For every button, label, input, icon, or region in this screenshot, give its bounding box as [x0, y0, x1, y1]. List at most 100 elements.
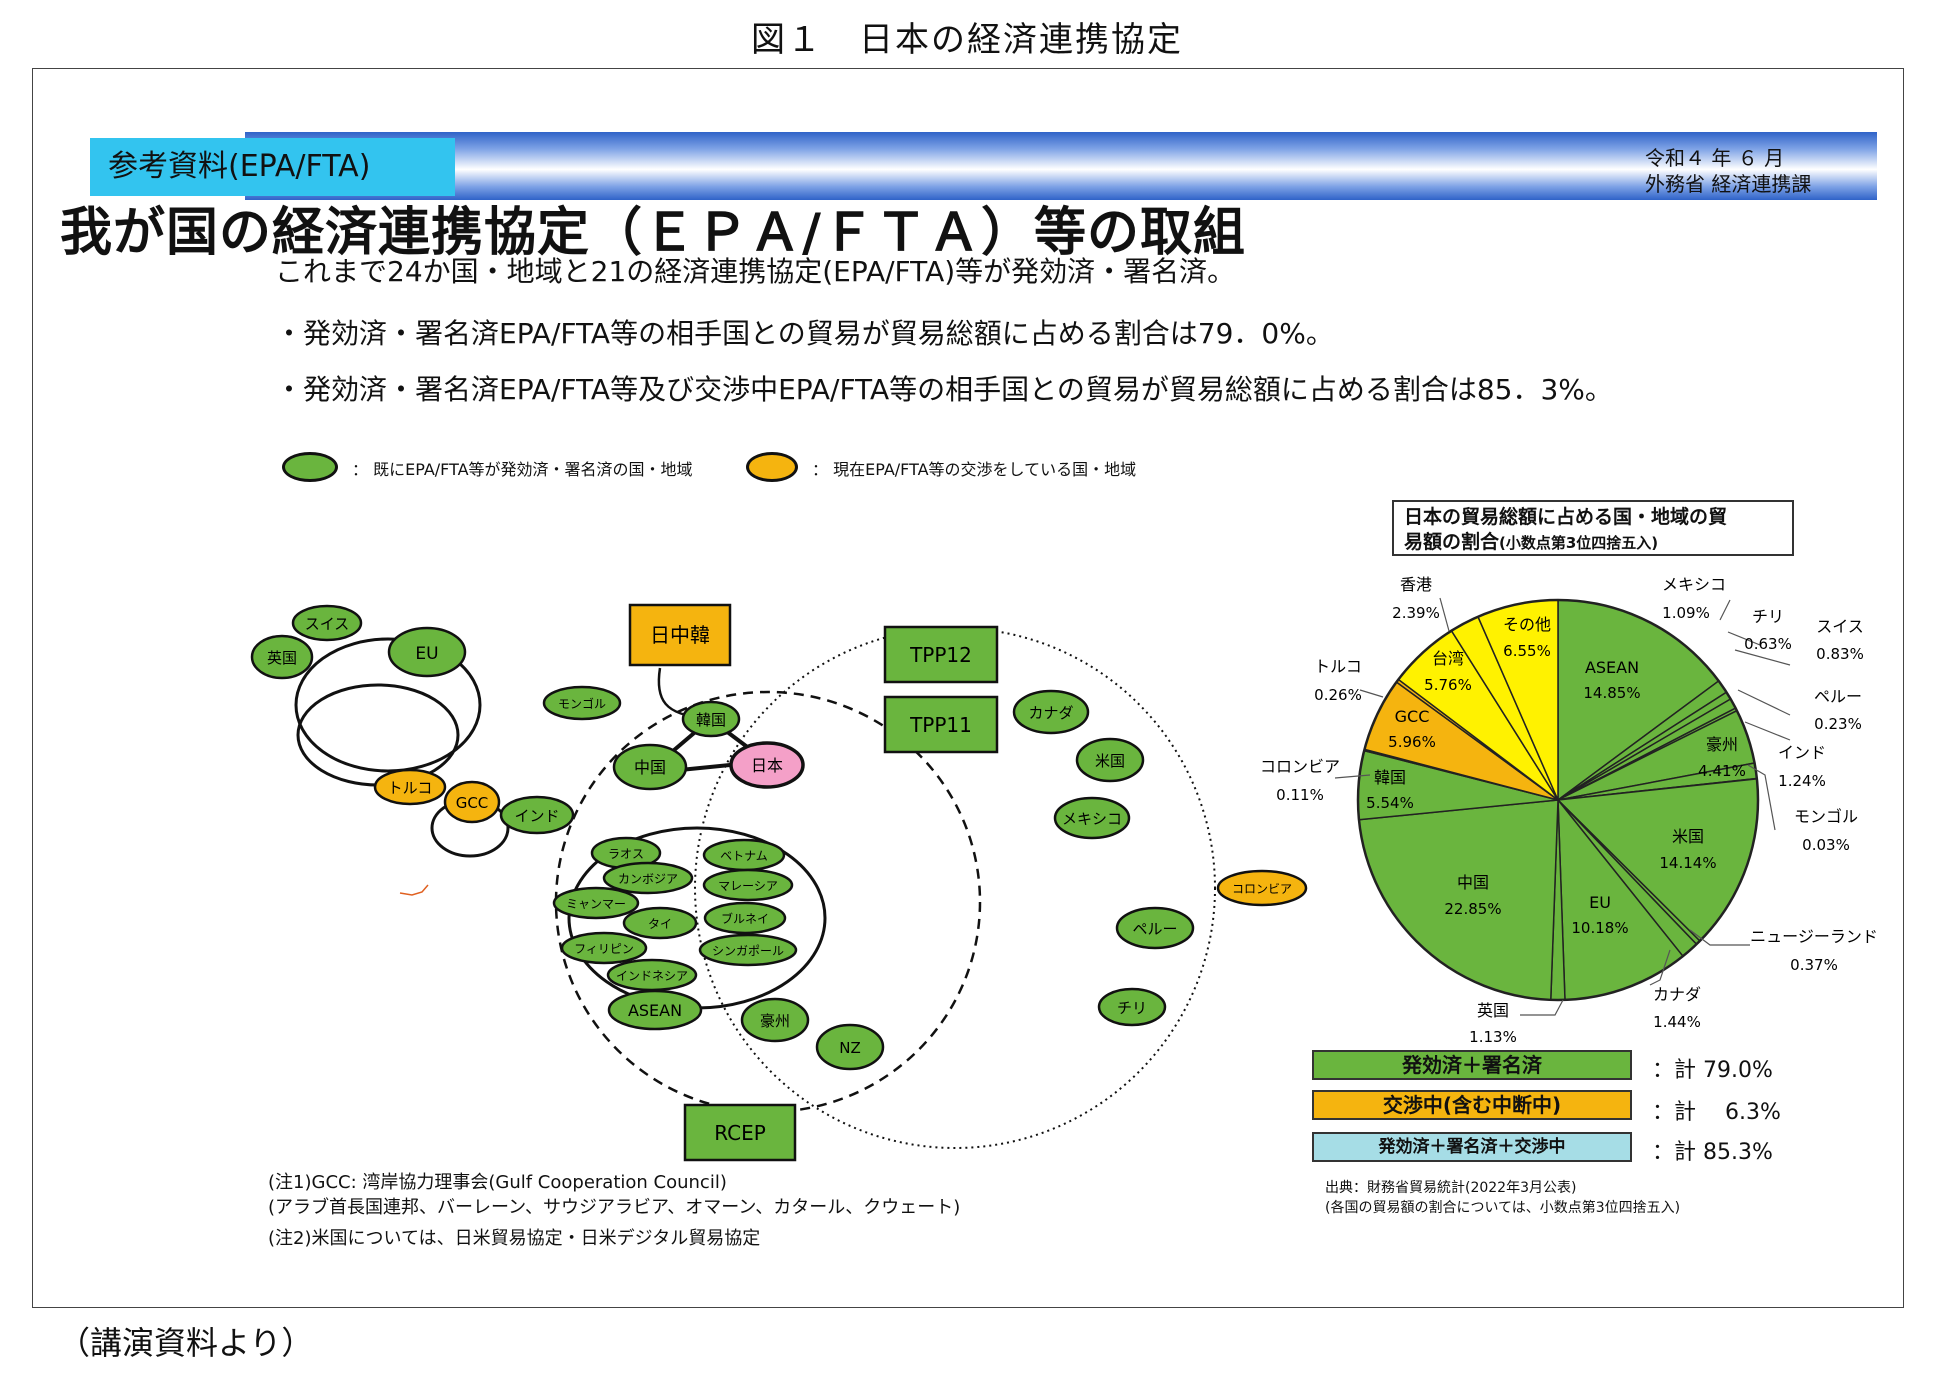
svg-text:米国: 米国: [1095, 752, 1125, 770]
node-mongol: モンゴル: [542, 685, 622, 721]
node-canada: カナダ: [1012, 689, 1090, 735]
pie-value-korea: 5.54%: [1366, 794, 1414, 812]
svg-text:コロンビア: コロンビア: [1232, 882, 1292, 896]
node-peru: ペルー: [1115, 906, 1195, 950]
note-1: (注1)GCC: 湾岸協力理事会(Gulf Cooperation Counci…: [268, 1172, 727, 1193]
pie-title-line2: 易額の割合(小数点第3位四捨五入): [1404, 530, 1782, 556]
node-malaysia: マレーシア: [702, 868, 794, 902]
node-japan: 日本: [729, 741, 805, 789]
tpp12-label: TPP12: [909, 643, 972, 667]
svg-text:ミャンマー: ミャンマー: [566, 897, 626, 911]
node-china: 中国: [612, 743, 688, 791]
svg-text:豪州: 豪州: [760, 1012, 790, 1030]
main-title: 我が国の経済連携協定（ＥＰＡ/ＦＴＡ）等の取組: [60, 203, 1246, 263]
pie-label-uk: 英国: [1477, 1001, 1509, 1020]
total-value-all: ：計 85.3%: [1652, 1140, 1773, 1165]
svg-text:モンゴル: モンゴル: [558, 696, 606, 711]
node-mexico: メキシコ: [1053, 796, 1131, 840]
pie-label-eu: EU: [1589, 893, 1611, 912]
node-us: 米国: [1075, 737, 1145, 783]
total-value-concluded: ：計 79.0%: [1652, 1058, 1773, 1083]
legend-green-marker: [282, 452, 338, 482]
pie-value-turkey: 0.26%: [1314, 686, 1362, 704]
node-uk: 英国: [250, 634, 314, 680]
svg-text:ペルー: ペルー: [1132, 920, 1177, 938]
pie-slices: [1356, 598, 1760, 1002]
node-australia: 豪州: [740, 997, 810, 1043]
node-colombia: コロンビア: [1216, 869, 1308, 907]
pie-label-australia: 豪州: [1706, 735, 1738, 754]
pie-label-china: 中国: [1457, 873, 1489, 892]
nitchukan-box: [628, 603, 732, 667]
intro-line-3: ・発効済・署名済EPA/FTA等及び交渉中EPA/FTA等の相手国との貿易が貿易…: [275, 373, 1613, 406]
total-box-negotiating: 交渉中(含む中断中): [1312, 1090, 1632, 1120]
pie-slice-labels: ASEAN 14.85% メキシコ 1.09% チリ 0.63% スイス 0.8…: [1260, 575, 1878, 1046]
legend-green-text: ： 既にEPA/FTA等が発効済・署名済の国・地域: [352, 460, 693, 479]
svg-text:スイス: スイス: [305, 615, 350, 633]
node-philippines: フィリピン: [560, 931, 648, 965]
svg-text:フィリピン: フィリピン: [574, 942, 634, 956]
pie-value-uk: 1.13%: [1469, 1028, 1517, 1046]
pie-label-korea: 韓国: [1374, 768, 1406, 787]
reference-tag: 参考資料(EPA/FTA): [90, 138, 455, 196]
tpp11-label: TPP11: [909, 713, 972, 737]
legend-orange-marker: [746, 452, 798, 482]
pie-value-eu: 10.18%: [1571, 919, 1628, 937]
node-chile: チリ: [1097, 987, 1167, 1027]
pie-label-mongol: モンゴル: [1794, 807, 1858, 826]
node-singapore: シンガポール: [698, 933, 798, 967]
europe-group-circle: [294, 637, 482, 773]
node-india: インド: [499, 795, 575, 835]
org-text: 外務省 経済連携課: [1645, 172, 1812, 196]
svg-text:インド: インド: [514, 807, 559, 825]
node-thai: タイ: [622, 906, 698, 940]
svg-text:メキシコ: メキシコ: [1062, 810, 1122, 828]
svg-text:ASEAN: ASEAN: [628, 1001, 682, 1020]
legend-orange-text: ： 現在EPA/FTA等の交渉をしている国・地域: [812, 460, 1137, 479]
pie-value-hongkong: 2.39%: [1392, 604, 1440, 622]
svg-text:中国: 中国: [634, 758, 666, 777]
total-value-negotiating: ：計 6.3%: [1652, 1100, 1781, 1125]
svg-text:トルコ: トルコ: [388, 779, 433, 797]
pie-label-taiwan: 台湾: [1432, 649, 1464, 668]
intro-line-1: これまで24か国・地域と21の経済連携協定(EPA/FTA)等が発効済・署名済。: [275, 255, 1236, 288]
date-block: 令和４ 年 ６ 月 外務省 経済連携課: [1645, 145, 1875, 197]
decorative-mark: [399, 884, 429, 896]
total-box-concluded: 発効済＋署名済: [1312, 1050, 1632, 1080]
svg-text:NZ: NZ: [839, 1039, 861, 1057]
pie-value-colombia: 0.11%: [1276, 786, 1324, 804]
svg-text:ベトナム: ベトナム: [720, 849, 768, 863]
pie-leader-lines: [1334, 597, 1791, 1016]
pie-label-canada: カナダ: [1653, 985, 1701, 1004]
svg-text:シンガポール: シンガポール: [712, 944, 784, 958]
svg-text:ラオス: ラオス: [608, 847, 644, 861]
tpp12-box: [883, 625, 999, 684]
svg-text:GCC: GCC: [456, 794, 489, 812]
svg-text:カンボジア: カンボジア: [618, 872, 678, 886]
pie-title-box: 日本の貿易総額に占める国・地域の貿 易額の割合(小数点第3位四捨五入): [1392, 500, 1794, 556]
banner-gradient-bar: [245, 132, 1877, 200]
pie-label-other: その他: [1503, 615, 1551, 634]
node-cambodia: カンボジア: [602, 861, 694, 895]
svg-text:タイ: タイ: [648, 917, 672, 931]
pie-label-chile: チリ: [1752, 607, 1784, 626]
node-brunei: ブルネイ: [703, 901, 787, 935]
pie-title-line2-text: 易額の割合: [1404, 531, 1500, 553]
pie-value-mongol: 0.03%: [1802, 836, 1850, 854]
pie-label-india: インド: [1778, 743, 1826, 762]
pie-value-canada: 1.44%: [1653, 1013, 1701, 1031]
node-swiss: スイス: [291, 604, 363, 642]
rcep-box: [683, 1103, 797, 1162]
svg-text:韓国: 韓国: [696, 711, 726, 729]
svg-text:EU: EU: [415, 644, 438, 664]
pie-value-peru: 0.23%: [1814, 715, 1862, 733]
node-korea: 韓国: [681, 700, 741, 738]
pie-value-nz: 0.37%: [1790, 956, 1838, 974]
source-line-1: 出典：財務省貿易統計(2022年3月公表): [1325, 1180, 1577, 1196]
source-line-2: (各国の貿易額の割合については、小数点第3位四捨五入): [1325, 1200, 1681, 1216]
pie-label-turkey: トルコ: [1314, 657, 1362, 676]
pie-label-nz: ニュージーランド: [1750, 927, 1878, 946]
total-box-all: 発効済＋署名済＋交渉中: [1312, 1132, 1632, 1162]
